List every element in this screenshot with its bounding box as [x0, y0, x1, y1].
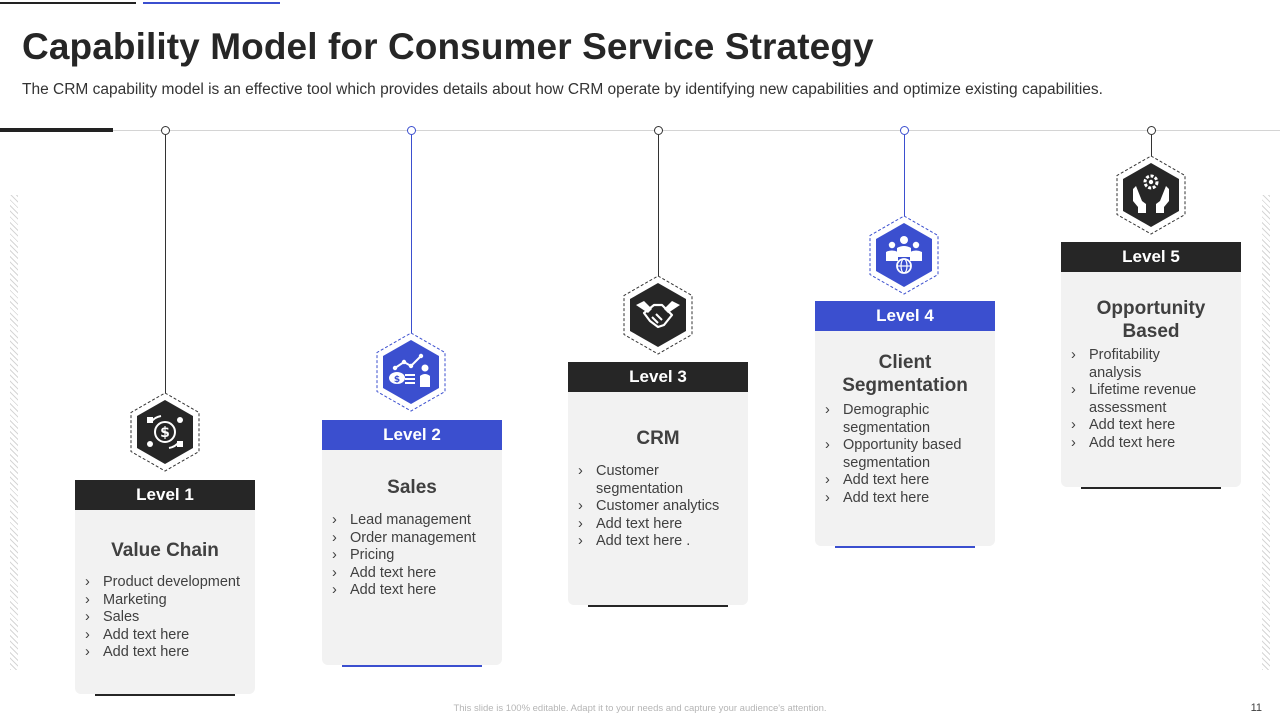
- level-3-bullet: Add text here .: [578, 533, 743, 551]
- level-3-bullet: Customer segmentation: [578, 463, 743, 498]
- level-1-bullet: Add text here: [85, 627, 255, 645]
- level-1-stem: [165, 135, 166, 393]
- level-3-title: CRM: [636, 428, 680, 449]
- level-1-bullet: Add text here: [85, 644, 255, 662]
- hands-gear-icon: [1133, 174, 1169, 213]
- level-3-bullets: Customer segmentation Customer analytics…: [568, 463, 743, 551]
- level-1-bullet: Marketing: [85, 592, 255, 610]
- dollar-cycle-icon: $: [147, 415, 183, 449]
- level-4-bullet: Add text here: [825, 472, 985, 490]
- level-2-underline: [342, 665, 482, 667]
- level-4-label: Level 4: [815, 301, 995, 331]
- level-5-hexagon: [1111, 155, 1191, 235]
- right-hatch-decoration: [1262, 195, 1270, 670]
- level-5-bullet: Profitability analysis: [1071, 347, 1216, 382]
- level-4-bullet: Opportunity based segmentation: [825, 437, 985, 472]
- level-5-bullet: Lifetime revenue assessment: [1071, 382, 1216, 417]
- sales-growth-icon: $: [389, 353, 430, 387]
- page-subtitle: The CRM capability model is an effective…: [22, 81, 1103, 98]
- level-4-title: Client Segmentation: [842, 352, 968, 396]
- level-2-bullet: Lead management: [332, 512, 502, 530]
- level-3-label: Level 3: [568, 362, 748, 392]
- level-2-label: Level 2: [322, 420, 502, 450]
- level-2-stem: [411, 135, 412, 333]
- level-2-hexagon: $: [371, 332, 451, 412]
- page-number: 11: [1250, 702, 1262, 714]
- top-accent-blue: [143, 2, 280, 4]
- left-hatch-decoration: [10, 195, 18, 670]
- level-3-bullet: Add text here: [578, 516, 743, 534]
- svg-text:$: $: [160, 425, 170, 441]
- level-4-bullet: Add text here: [825, 490, 985, 508]
- level-5-label: Level 5: [1061, 242, 1241, 272]
- level-2-bullet: Add text here: [332, 582, 502, 600]
- level-1-label: Level 1: [75, 480, 255, 510]
- level-1-hexagon: $: [125, 392, 205, 472]
- level-4-underline: [835, 546, 975, 548]
- level-5-bullet: Add text here: [1071, 417, 1216, 435]
- level-3-underline: [588, 605, 728, 607]
- level-4-bullets: Demographic segmentation Opportunity bas…: [815, 402, 985, 508]
- level-5-card: Level 5 Opportunity Based Profitability …: [1061, 242, 1241, 489]
- level-3-card: Level 3 CRM Customer segmentation Custom…: [568, 362, 748, 607]
- svg-text:$: $: [394, 375, 400, 385]
- handshake-icon: [636, 301, 680, 329]
- top-accent-dark: [0, 2, 136, 4]
- timeline-rule-accent: [0, 128, 113, 132]
- footer-note: This slide is 100% editable. Adapt it to…: [453, 703, 827, 714]
- level-5-bullets: Profitability analysis Lifetime revenue …: [1061, 347, 1216, 453]
- level-1-bullet: Sales: [85, 609, 255, 627]
- level-1-bullet: Product development: [85, 574, 255, 592]
- level-2-bullet: Add text here: [332, 565, 502, 583]
- page-title: Capability Model for Consumer Service St…: [22, 26, 874, 67]
- level-4-node: [900, 126, 909, 135]
- global-team-icon: [886, 236, 922, 274]
- level-2-bullet: Order management: [332, 530, 502, 548]
- level-1-card: Level 1 Value Chain Product development …: [75, 480, 255, 696]
- level-1-underline: [95, 694, 235, 696]
- level-3-node: [654, 126, 663, 135]
- level-2-title: Sales: [387, 477, 437, 498]
- level-5-underline: [1081, 487, 1221, 489]
- level-3-bullet: Customer analytics: [578, 498, 743, 516]
- level-2-card: Level 2 Sales Lead management Order mana…: [322, 420, 502, 667]
- level-4-bullet: Demographic segmentation: [825, 402, 985, 437]
- level-2-node: [407, 126, 416, 135]
- level-1-title: Value Chain: [111, 540, 219, 561]
- level-5-node: [1147, 126, 1156, 135]
- level-5-bullet: Add text here: [1071, 435, 1216, 453]
- level-4-stem: [904, 135, 905, 216]
- level-1-bullets: Product development Marketing Sales Add …: [75, 574, 255, 662]
- level-4-hexagon: [864, 215, 944, 295]
- level-1-node: [161, 126, 170, 135]
- level-5-stem: [1151, 135, 1152, 157]
- level-3-stem: [658, 135, 659, 276]
- timeline-rule: [0, 130, 1280, 131]
- level-2-bullet: Pricing: [332, 547, 502, 565]
- level-2-bullets: Lead management Order management Pricing…: [322, 512, 502, 600]
- level-4-card: Level 4 Client Segmentation Demographic …: [815, 301, 995, 548]
- level-3-hexagon: [618, 275, 698, 355]
- level-5-title: Opportunity Based: [1096, 298, 1206, 342]
